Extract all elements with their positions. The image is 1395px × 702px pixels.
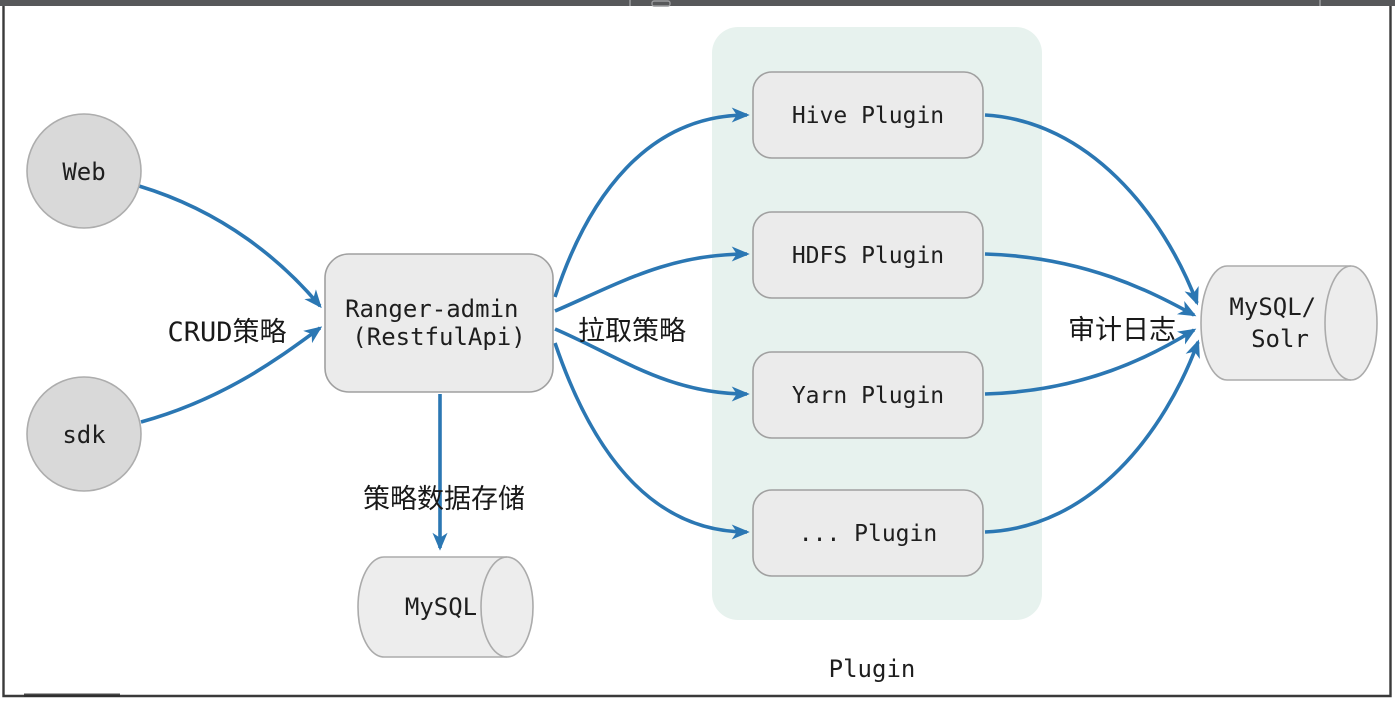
chrome-notch xyxy=(651,0,671,7)
node-ranger-admin-label: Ranger-admin (RestfulApi) xyxy=(345,295,533,351)
plugin-panel xyxy=(712,27,1042,620)
frame-bottom-smudge xyxy=(24,693,120,697)
node-audit-store-line2: Solr xyxy=(1251,325,1309,353)
node-other-plugin-label: ... Plugin xyxy=(799,521,937,547)
edge-web-to-admin xyxy=(138,184,322,309)
chrome-divider-tick xyxy=(629,0,631,6)
label-plugin-panel: Plugin xyxy=(829,655,916,683)
node-audit-store: MySQL/ Solr xyxy=(1200,265,1378,381)
node-ranger-admin-line2: (RestfulApi) xyxy=(352,323,525,351)
node-hdfs-plugin-label: HDFS Plugin xyxy=(792,243,944,269)
node-policy-mysql-label: MySQL xyxy=(405,593,477,621)
label-crud-policy: CRUD策略 xyxy=(167,317,286,348)
node-hive-plugin-label: Hive Plugin xyxy=(792,103,944,129)
node-policy-mysql: MySQL xyxy=(357,556,534,658)
chrome-divider-tick xyxy=(1319,0,1321,6)
node-other-plugin xyxy=(752,489,984,577)
node-web-label: Web xyxy=(62,158,105,186)
node-hdfs-plugin xyxy=(752,211,984,299)
diagram-frame xyxy=(2,6,1392,698)
node-sdk xyxy=(26,376,142,492)
node-yarn-plugin xyxy=(752,351,984,439)
cylinder-cap-line xyxy=(1324,265,1352,381)
edge-other-to-audit xyxy=(984,339,1200,534)
label-policy-storage: 策略数据存储 xyxy=(363,484,525,515)
node-ranger-admin xyxy=(324,253,554,393)
label-pull-policy: 拉取策略 xyxy=(578,316,686,347)
edge-admin-to-hdfs xyxy=(554,246,750,313)
edge-hive-to-audit xyxy=(984,113,1199,306)
window-top-bar xyxy=(0,0,1395,7)
edges xyxy=(138,107,1200,551)
label-audit-log: 审计日志 xyxy=(1068,315,1176,346)
edge-yarn-to-audit xyxy=(984,328,1197,396)
node-yarn-plugin-label: Yarn Plugin xyxy=(792,383,944,409)
edge-admin-to-yarn xyxy=(554,327,750,402)
node-web xyxy=(26,113,142,229)
edge-admin-to-other xyxy=(553,342,750,540)
edge-sdk-to-admin xyxy=(140,326,323,424)
node-audit-store-line1: MySQL/ xyxy=(1229,293,1316,321)
node-audit-store-label: MySQL/ Solr xyxy=(1229,293,1330,353)
node-ranger-admin-line1: Ranger-admin xyxy=(345,295,518,323)
node-sdk-label: sdk xyxy=(62,421,106,449)
cylinder-cap-line xyxy=(480,556,508,658)
edge-hdfs-to-audit xyxy=(984,252,1197,317)
nodes: Web sdk Ranger-admin (RestfulApi) Hive P… xyxy=(26,71,1378,658)
edge-labels: CRUD策略 拉取策略 策略数据存储 审计日志 Plugin xyxy=(167,315,1176,683)
edge-admin-to-hive xyxy=(553,107,750,298)
node-hive-plugin xyxy=(752,71,984,159)
